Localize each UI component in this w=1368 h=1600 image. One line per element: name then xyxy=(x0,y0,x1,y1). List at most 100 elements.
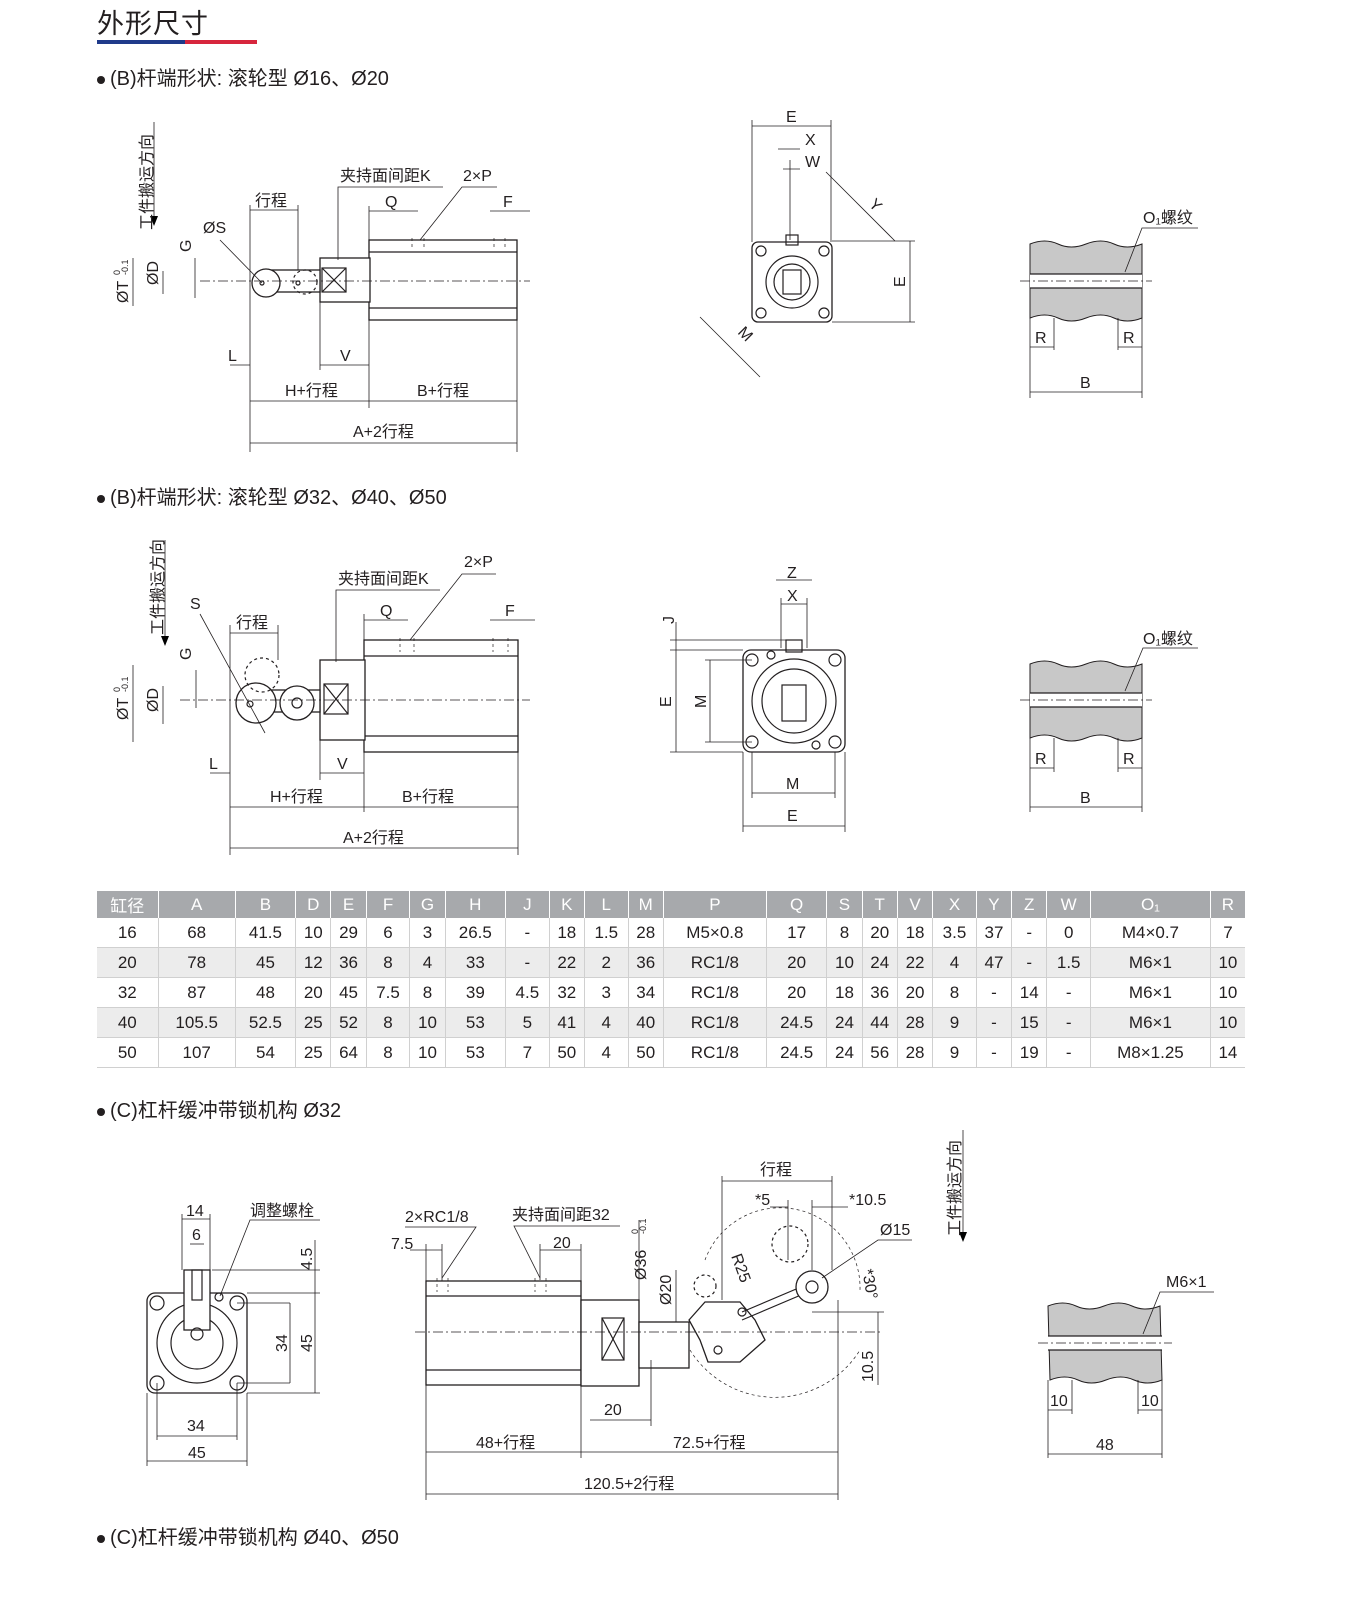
col-header: S xyxy=(826,891,863,918)
s-label: ØS xyxy=(203,220,226,237)
col-header: J xyxy=(505,891,550,918)
table-cell: 87 xyxy=(158,977,236,1008)
page-title: 外形尺寸 xyxy=(97,9,209,39)
q-label: Q xyxy=(385,194,397,211)
table-cell: 36 xyxy=(330,947,367,978)
g-label: G xyxy=(178,648,195,660)
table-cell: 4 xyxy=(584,1037,629,1068)
col-header: Y xyxy=(976,891,1013,918)
table-cell: - xyxy=(1011,947,1048,978)
r-label-left: R xyxy=(1035,751,1047,768)
table-cell: 1.5 xyxy=(584,918,629,948)
t-label: ØT xyxy=(115,698,132,720)
table-cell: 10 xyxy=(826,947,863,978)
r-label-left: R xyxy=(1035,330,1047,347)
col-header: K xyxy=(549,891,585,918)
col-header: V xyxy=(897,891,934,918)
section-heading-b32: (B)杆端形状: 滚轮型 Ø32、Ø40、Ø50 xyxy=(97,481,447,510)
b-stroke-label: B+行程 xyxy=(417,382,469,400)
b-label: B xyxy=(1080,790,1091,807)
dim-45-horizontal: 45 xyxy=(188,1445,206,1462)
table-cell: 24.5 xyxy=(766,1037,828,1068)
table-cell: - xyxy=(976,1037,1013,1068)
table-cell: 44 xyxy=(862,1007,898,1038)
col-header: M xyxy=(628,891,664,918)
table-cell: M8×1.25 xyxy=(1090,1037,1211,1068)
table-cell: 33 xyxy=(445,947,507,978)
r25-label: R25 xyxy=(727,1252,753,1285)
table-cell: 53 xyxy=(445,1007,507,1038)
table-cell: 25 xyxy=(295,1007,332,1038)
t-label: ØT xyxy=(115,281,132,303)
table-cell: 15 xyxy=(1011,1007,1048,1038)
table-cell: 18 xyxy=(826,977,863,1008)
table-cell: 8 xyxy=(366,1007,411,1038)
col-header: X xyxy=(932,891,977,918)
table-cell: 4 xyxy=(932,947,977,978)
star-5-label: *5 xyxy=(755,1192,770,1209)
dim-10-right: 10 xyxy=(1141,1393,1159,1410)
t-tolerance: -0.1 xyxy=(120,259,130,275)
a-stroke-label: A+2行程 xyxy=(353,423,414,441)
dim-7-5: 7.5 xyxy=(391,1236,413,1253)
table-cell: 20 xyxy=(862,918,898,948)
table-cell: 20 xyxy=(766,947,828,978)
table-cell: 50 xyxy=(549,1037,585,1068)
table-cell: 14 xyxy=(1011,977,1048,1008)
table-cell: 16 xyxy=(97,918,159,948)
table-cell: - xyxy=(1011,918,1048,948)
o1-label: O₁螺纹 xyxy=(1143,630,1193,648)
table-cell: 1.5 xyxy=(1046,947,1092,978)
table-cell: 3 xyxy=(584,977,629,1008)
table-cell: 7 xyxy=(1210,918,1245,948)
table-cell: 40 xyxy=(97,1007,159,1038)
h-stroke-label: H+行程 xyxy=(270,788,323,806)
table-cell: 50 xyxy=(628,1037,664,1068)
col-header: D xyxy=(295,891,332,918)
table-cell: 8 xyxy=(409,977,446,1008)
table-cell: 45 xyxy=(235,947,297,978)
table-cell: 9 xyxy=(932,1007,977,1038)
table-cell: RC1/8 xyxy=(663,977,767,1008)
table-cell: 4 xyxy=(584,1007,629,1038)
table-cell: 10 xyxy=(409,1037,446,1068)
table-cell: 12 xyxy=(295,947,332,978)
table-cell: 34 xyxy=(628,977,664,1008)
v-label: V xyxy=(340,348,351,365)
heading-text: (B)杆端形状: 滚轮型 Ø32、Ø40、Ø50 xyxy=(110,487,447,509)
side-view-b16: 工件搬运方向 行程 夹持面间距K 2×P Q F ØS G ØD ØT -0.1… xyxy=(112,122,530,452)
h48-stroke-label: 48+行程 xyxy=(476,1434,535,1452)
dim-34-vertical: 34 xyxy=(274,1334,291,1352)
table-cell: 4.5 xyxy=(505,977,550,1008)
e-label-bottom: E xyxy=(787,808,798,825)
h120-stroke-label: 120.5+2行程 xyxy=(584,1475,674,1493)
star-10-5-label: *10.5 xyxy=(849,1192,886,1209)
table-cell: - xyxy=(976,977,1013,1008)
table-cell: - xyxy=(1046,977,1092,1008)
dim-48: 48 xyxy=(1096,1437,1114,1454)
dia-15-label: Ø15 xyxy=(880,1222,910,1239)
table-cell: 2 xyxy=(584,947,629,978)
table-cell: 17 xyxy=(766,918,828,948)
col-header: Q xyxy=(766,891,828,918)
dim-6: 6 xyxy=(192,1227,201,1244)
dimension-table: 缸径 A B D E F G H J K L M P Q S T V X Y Z… xyxy=(97,891,1245,1068)
table-header-row: 缸径 A B D E F G H J K L M P Q S T V X Y Z… xyxy=(97,891,1245,918)
table-cell: 40 xyxy=(628,1007,664,1038)
d-label: ØD xyxy=(145,261,162,285)
e-label-side: E xyxy=(892,276,909,287)
table-cell: 22 xyxy=(549,947,585,978)
stroke-label: 行程 xyxy=(255,192,287,210)
table-cell: 41.5 xyxy=(235,918,297,948)
table-cell: 24 xyxy=(826,1037,863,1068)
j-label: J xyxy=(661,616,678,624)
dim-34-horizontal: 34 xyxy=(187,1418,205,1435)
table-cell: 47 xyxy=(976,947,1013,978)
table-cell: 37 xyxy=(976,918,1013,948)
heading-text: (C)杠杆缓冲带锁机构 Ø32 xyxy=(110,1100,342,1122)
dim-20-bottom: 20 xyxy=(604,1402,622,1419)
table-cell: 0 xyxy=(1046,918,1092,948)
s-label: S xyxy=(190,596,201,613)
